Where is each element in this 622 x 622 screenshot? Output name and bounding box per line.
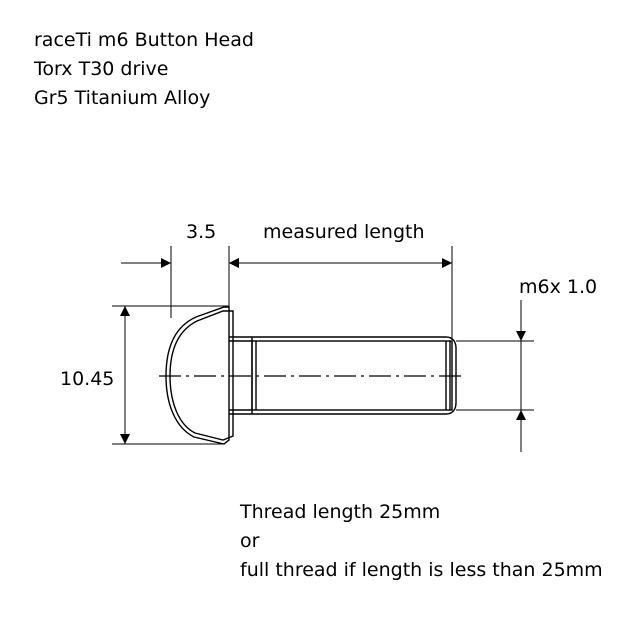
note-thread-length: Thread length 25mm: [240, 501, 441, 523]
title-block: raceTi m6 Button Head Torx T30 drive Gr5…: [34, 26, 254, 113]
drive-type: Torx T30 drive: [34, 58, 169, 80]
notes-block: Thread length 25mm or full thread if len…: [240, 498, 603, 585]
note-full-thread: full thread if length is less than 25mm: [240, 559, 603, 581]
note-or: or: [240, 530, 260, 552]
material: Gr5 Titanium Alloy: [34, 87, 211, 109]
measured-length-label: measured length: [263, 221, 425, 243]
head-height-label: 3.5: [186, 221, 217, 243]
thread-spec-label: m6x 1.0: [519, 276, 598, 298]
product-name: raceTi m6 Button Head: [34, 29, 254, 51]
head-diameter-label: 10.45: [60, 368, 115, 390]
